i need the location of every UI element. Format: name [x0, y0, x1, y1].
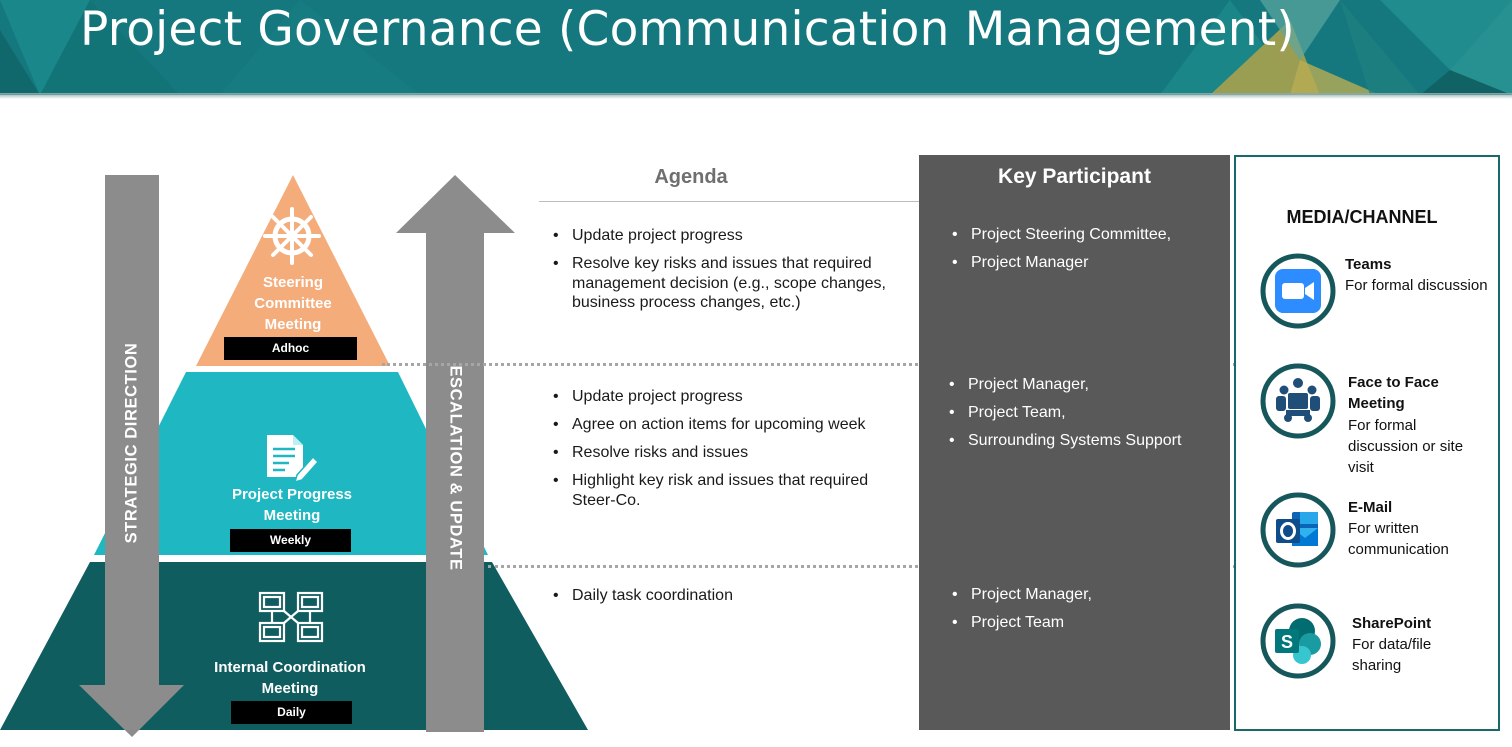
frequency-badge-daily: Daily	[231, 701, 352, 724]
agenda-list-progress: Update project progress Agree on action …	[550, 387, 910, 519]
tier-progress-label: Project Progress Meeting	[192, 484, 392, 526]
tier-steering-line-3: Meeting	[264, 316, 322, 333]
list-item: Agree on action items for upcoming week	[550, 415, 910, 435]
video-camera-icon	[1260, 253, 1336, 329]
header-shadow	[0, 93, 1512, 99]
strategic-direction-label: STRATEGIC DIRECTION	[122, 342, 141, 544]
page-title: Project Governance (Communication Manage…	[80, 2, 1295, 57]
tier-steering-line-2: Committee	[254, 295, 332, 312]
tier-progress-line-1: Project Progress	[231, 486, 353, 503]
participants-list-progress: Project Manager, Project Team, Surroundi…	[946, 375, 1221, 459]
tier-steering-line-1: Steering	[262, 274, 323, 291]
governance-pyramid: Steering Committee Meeting Adhoc Project…	[0, 150, 600, 747]
list-item: Project Manager,	[949, 585, 1219, 605]
tier-steering-label: Steering Committee Meeting	[213, 272, 373, 335]
header-banner: Project Governance (Communication Manage…	[0, 0, 1512, 95]
sharepoint-icon: S	[1260, 603, 1336, 679]
meeting-people-icon	[1260, 363, 1336, 439]
media-teams-desc: For formal discussion	[1345, 277, 1488, 294]
tier-internal-line-2: Meeting	[261, 680, 319, 697]
pyramid-graphic	[0, 175, 588, 737]
list-item: Project Team	[949, 613, 1219, 633]
list-item: Project Steering Committee,	[949, 225, 1219, 245]
list-item: Resolve risks and issues	[550, 443, 910, 463]
helm-wheel-icon	[263, 207, 321, 265]
list-item: Highlight key risk and issues that requi…	[550, 471, 910, 510]
agenda-heading-rule	[539, 201, 920, 202]
strategic-direction-arrow	[79, 175, 184, 737]
participants-list-internal: Project Manager, Project Team	[949, 585, 1219, 641]
escalation-update-label: ESCALATION & UPDATE	[446, 365, 465, 571]
media-face-to-face-title-line-2: Meeting	[1348, 395, 1405, 412]
network-coordination-icon	[258, 591, 324, 643]
media-face-to-face-title: Face to Face Meeting	[1348, 372, 1439, 414]
tier-internal-line-1: Internal Coordination	[214, 659, 366, 676]
agenda-list-steering: Update project progress Resolve key risk…	[550, 226, 910, 321]
header-triangle-pattern	[0, 0, 1512, 95]
svg-text:S: S	[1281, 632, 1293, 652]
frequency-badge-adhoc: Adhoc	[224, 337, 357, 360]
media-face-to-face-desc: For formal discussion or site visit	[1348, 417, 1464, 476]
list-item: Project Team,	[946, 403, 1221, 423]
key-participant-heading: Key Participant	[998, 165, 1151, 188]
media-teams-title: Teams	[1345, 256, 1392, 273]
list-item: Update project progress	[550, 387, 910, 407]
list-item: Surrounding Systems Support	[946, 431, 1221, 451]
tier-internal-label: Internal Coordination Meeting	[180, 657, 400, 699]
outlook-icon	[1260, 492, 1336, 568]
document-edit-icon	[267, 435, 320, 484]
participants-list-steering: Project Steering Committee, Project Mana…	[949, 225, 1219, 281]
list-item: Daily task coordination	[550, 586, 910, 606]
media-email-desc: For written communication	[1348, 520, 1449, 558]
tier-steering-shape	[196, 175, 390, 366]
media-email-title: E-Mail	[1348, 499, 1393, 516]
list-item: Project Manager	[949, 253, 1219, 273]
list-item: Update project progress	[550, 226, 910, 246]
media-face-to-face-title-line-1: Face to Face	[1348, 374, 1439, 391]
media-sharepoint-title: SharePoint	[1352, 615, 1432, 632]
tier-progress-line-2: Meeting	[263, 507, 321, 524]
media-channel-heading: MEDIA/CHANNEL	[1286, 207, 1438, 227]
list-item: Resolve key risks and issues that requir…	[550, 254, 910, 313]
media-sharepoint-desc: For data/file sharing	[1352, 636, 1432, 674]
frequency-badge-weekly: Weekly	[230, 529, 351, 552]
list-item: Project Manager,	[946, 375, 1221, 395]
agenda-list-internal: Daily task coordination	[550, 586, 910, 614]
escalation-update-arrow	[396, 175, 515, 732]
agenda-heading: Agenda	[654, 166, 728, 188]
